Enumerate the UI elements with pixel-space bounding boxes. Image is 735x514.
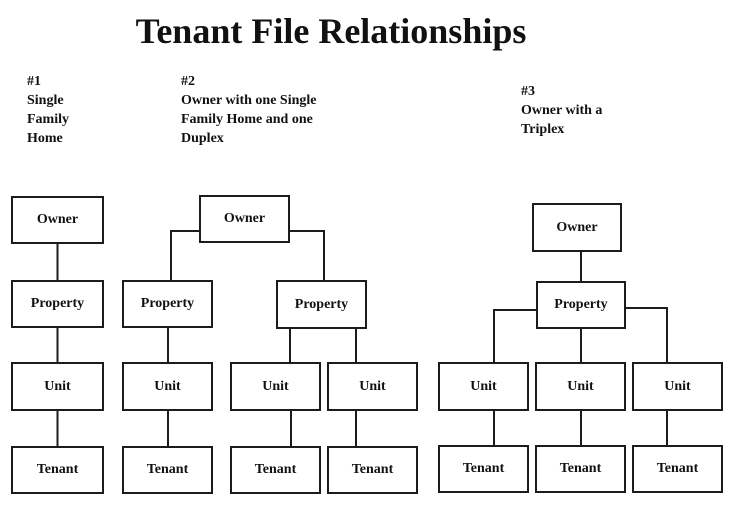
example-2-sfh-and-duplex-property-1-box-label: Property	[140, 296, 195, 311]
example-3-caption-line: Owner with a	[521, 103, 603, 118]
example-2-caption-line: Owner with one Single	[181, 93, 317, 108]
example-3-triplex-tenant-1-box: Tenant	[438, 445, 529, 493]
example-3-caption: #3 Owner with a Triplex	[521, 82, 602, 139]
example-3-triplex-edge-property-unit-3	[626, 307, 668, 362]
example-2-sfh-and-duplex-unit-1-box-label: Unit	[154, 378, 181, 394]
example-2-sfh-and-duplex-property-2-box-label: Property	[294, 296, 349, 312]
example-3-triplex-tenant-3-box: Tenant	[632, 445, 723, 493]
example-2-sfh-and-duplex-edge-owner-property-2	[290, 230, 325, 280]
example-2-sfh-and-duplex-property-1-box: Property	[122, 280, 213, 328]
example-3-triplex-property-box-label: Property	[554, 297, 608, 312]
example-1-single-family-home-property-box-label: Property	[30, 296, 85, 311]
example-1-caption-line: Home	[27, 131, 63, 146]
example-1-single-family-home-owner-box: Owner	[11, 196, 104, 244]
example-3-triplex-owner-box: Owner	[532, 203, 622, 252]
example-3-triplex-tenant-2-box: Tenant	[535, 445, 626, 493]
example-2-sfh-and-duplex-tenant-2-box: Tenant	[230, 446, 321, 494]
example-1-single-family-home-tenant-box-label: Tenant	[36, 462, 79, 477]
example-2-sfh-and-duplex-tenant-3-box-label: Tenant	[351, 462, 394, 477]
example-3-caption-line: #3	[521, 84, 535, 99]
example-3-triplex-unit-2-box-label: Unit	[567, 378, 594, 394]
example-1-single-family-home-property-box: Property	[11, 280, 104, 328]
example-1-single-family-home-unit-box-label: Unit	[44, 378, 71, 394]
example-3-triplex-edge-property-unit-1	[493, 309, 536, 362]
example-1-caption-line: Single	[27, 93, 64, 108]
example-2-sfh-and-duplex-unit-3-box-label: Unit	[359, 378, 386, 394]
example-2-sfh-and-duplex-property-2-box: Property	[276, 280, 367, 329]
example-2-sfh-and-duplex-tenant-1-box-label: Tenant	[146, 462, 189, 477]
example-2-sfh-and-duplex-unit-1-box: Unit	[122, 362, 213, 411]
example-1-caption: #1 Single Family Home	[27, 72, 69, 148]
example-1-single-family-home-owner-box-label: Owner	[36, 212, 79, 227]
example-1-caption-line: #1	[27, 74, 41, 89]
example-3-triplex-unit-3-box-label: Unit	[664, 378, 691, 394]
example-3-triplex-unit-1-box-label: Unit	[470, 378, 497, 394]
example-3-triplex-owner-box-label: Owner	[556, 219, 598, 235]
example-2-sfh-and-duplex-tenant-3-box: Tenant	[327, 446, 418, 494]
example-3-triplex-unit-3-box: Unit	[632, 362, 723, 411]
example-2-sfh-and-duplex-tenant-2-box-label: Tenant	[254, 462, 297, 477]
example-3-caption-line: Triplex	[521, 122, 565, 137]
example-3-triplex-unit-2-box: Unit	[535, 362, 626, 411]
example-2-caption-line: Duplex	[181, 131, 224, 146]
example-3-triplex-property-box: Property	[536, 281, 626, 329]
example-2-sfh-and-duplex-owner-box-label: Owner	[223, 211, 266, 226]
example-1-single-family-home-unit-box: Unit	[11, 362, 104, 411]
example-2-caption-line: #2	[181, 74, 195, 89]
example-2-sfh-and-duplex-unit-2-box: Unit	[230, 362, 321, 411]
example-2-sfh-and-duplex-owner-box: Owner	[199, 195, 290, 243]
example-2-sfh-and-duplex-tenant-1-box: Tenant	[122, 446, 213, 494]
example-3-triplex-tenant-1-box-label: Tenant	[462, 461, 505, 476]
page-title: Tenant File Relationships	[135, 11, 527, 51]
example-3-triplex-tenant-3-box-label: Tenant	[656, 461, 699, 476]
example-1-caption-line: Family	[27, 112, 69, 127]
example-2-caption: #2 Owner with one Single Family Home and…	[181, 72, 316, 148]
example-2-sfh-and-duplex-edge-owner-property-1	[170, 230, 199, 280]
example-1-single-family-home-tenant-box: Tenant	[11, 446, 104, 494]
example-2-sfh-and-duplex-unit-2-box-label: Unit	[262, 378, 289, 394]
example-3-triplex-tenant-2-box-label: Tenant	[559, 461, 602, 476]
example-3-triplex-unit-1-box: Unit	[438, 362, 529, 411]
example-2-caption-line: Family Home and one	[181, 112, 313, 127]
example-2-sfh-and-duplex-unit-3-box: Unit	[327, 362, 418, 411]
